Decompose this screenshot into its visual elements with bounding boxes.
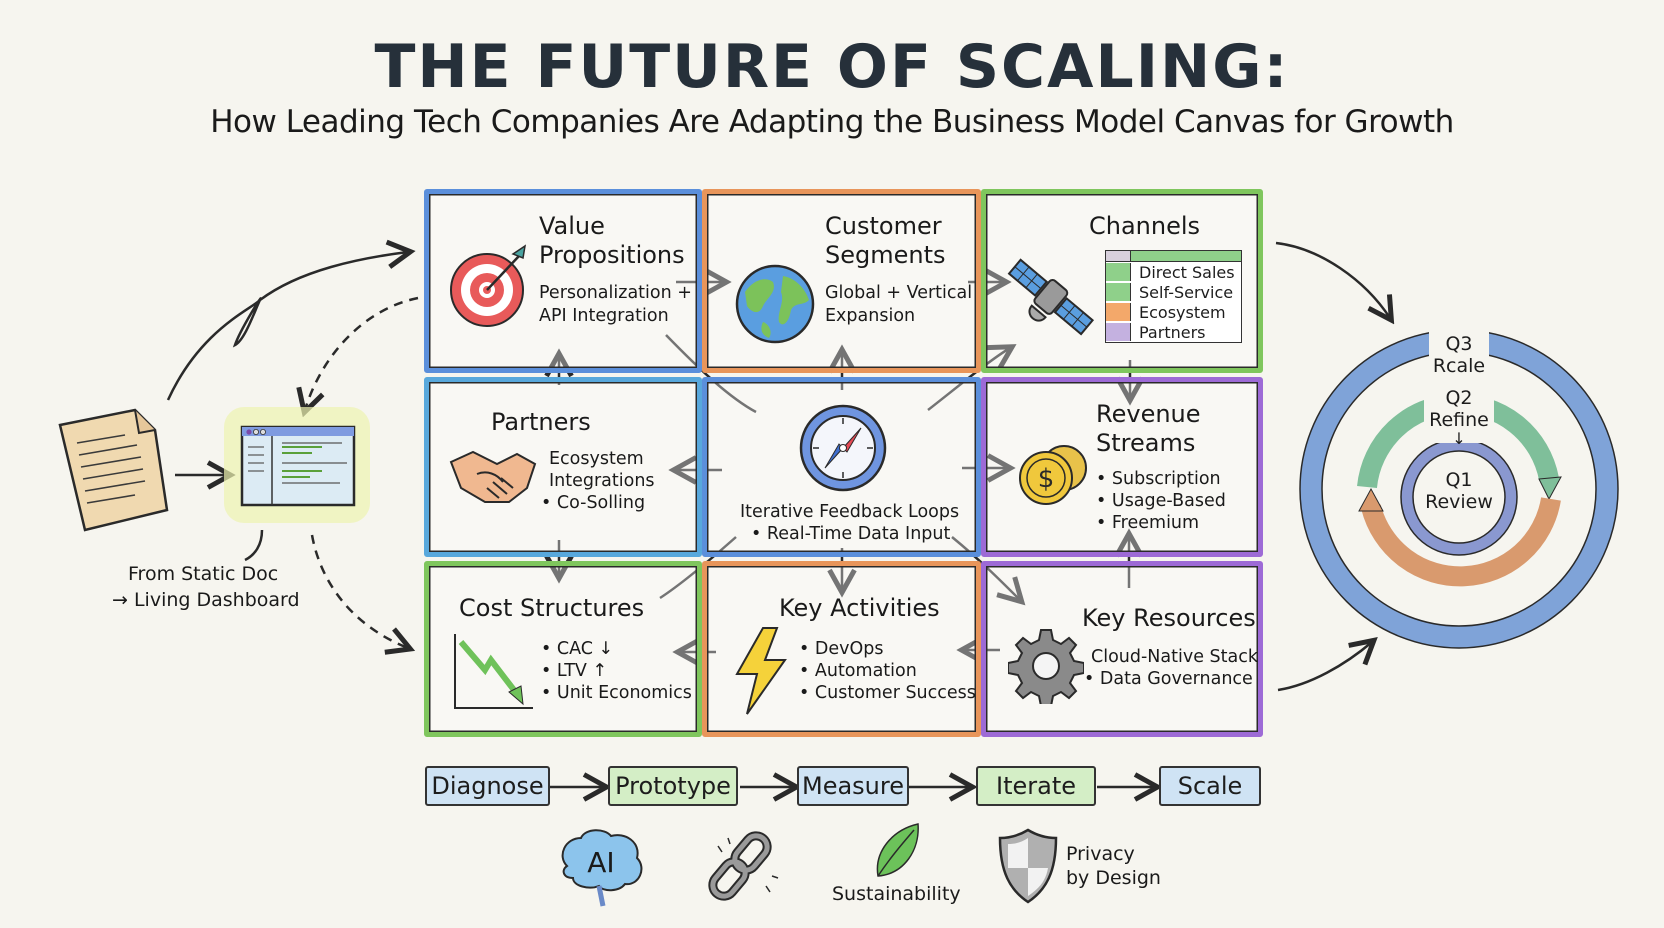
vp-title-2: Propositions (539, 241, 685, 269)
ka-title: Key Activities (779, 594, 940, 622)
partners-body-3: • Co-Solling (541, 493, 646, 513)
process-step-measure: Measure (797, 766, 909, 806)
target-icon (447, 242, 535, 334)
coins-icon: $ (1016, 442, 1092, 510)
cell-partners: Partners Ecosystem Integrations • Co-Sol… (424, 377, 702, 557)
channel-item: Partners (1106, 322, 1241, 342)
q3-quarter: Q3 (1445, 333, 1473, 355)
satellite-icon (1004, 246, 1100, 346)
living-dashboard-icon (222, 405, 372, 529)
vp-body-2: API Integration (539, 306, 669, 326)
sustainability-label: Sustainability (832, 883, 961, 905)
compass-icon (797, 402, 889, 498)
ai-brain-icon: AI (553, 826, 649, 912)
cs-title-1: Customer (825, 212, 942, 240)
kr-body-1: Cloud-Native Stack (1091, 647, 1258, 667)
cost-item: • Unit Economics (541, 683, 692, 703)
kr-title: Key Resources (1082, 604, 1256, 632)
cell-key-activities: Key Activities • DevOps • Automation • C… (702, 561, 981, 737)
channel-item: Direct Sales (1106, 262, 1241, 282)
lightning-icon (733, 626, 789, 720)
cs-title-2: Segments (825, 241, 946, 269)
ka-item: • Customer Success (799, 683, 976, 703)
ai-label: AI (587, 846, 614, 879)
ka-item: • DevOps (799, 639, 884, 659)
rs-item: • Subscription (1096, 469, 1221, 489)
cs-body-2: Expansion (825, 306, 916, 326)
partners-title: Partners (491, 408, 591, 436)
cell-cost-structures: Cost Structures • CAC ↓ • LTV ↑ • Unit E… (424, 561, 702, 737)
cell-center-feedback: Iterative Feedback Loops • Real-Time Dat… (702, 377, 981, 557)
rs-item: • Freemium (1096, 513, 1200, 533)
cell-value-propositions: Value Propositions Personalization + API… (424, 189, 702, 373)
privacy-label-line2: by Design (1066, 867, 1161, 889)
channel-label: Self-Service (1139, 282, 1234, 302)
q1-stage: Review (1425, 491, 1493, 513)
cost-item: • CAC ↓ (541, 639, 614, 659)
vp-title-1: Value (539, 212, 605, 240)
partners-body-1: Ecosystem (549, 449, 644, 469)
partners-body-2: Integrations (549, 471, 655, 491)
channel-item: Ecosystem (1106, 302, 1241, 322)
globe-icon (733, 262, 817, 350)
cost-item: • LTV ↑ (541, 661, 608, 681)
center-line-1: Iterative Feedback Loops (740, 502, 960, 522)
left-caption-line2: → Living Dashboard (112, 589, 300, 611)
channel-label: Ecosystem (1139, 302, 1226, 322)
process-step-diagnose: Diagnose (425, 766, 550, 806)
channel-label: Direct Sales (1139, 262, 1235, 282)
rs-title-2: Streams (1096, 429, 1196, 457)
ka-item: • Automation (799, 661, 917, 681)
q2-label: Q2 Refine ↓ (1424, 387, 1494, 447)
rs-item: • Usage-Based (1096, 491, 1226, 511)
cost-title: Cost Structures (459, 594, 645, 622)
left-caption-line1: From Static Doc (128, 563, 279, 585)
leaf-icon (872, 822, 922, 884)
cell-customer-segments: Customer Segments Global + Vertical Expa… (702, 189, 981, 373)
svg-text:$: $ (1038, 464, 1055, 494)
page-title: THE FUTURE OF SCALING: (374, 32, 1290, 102)
cs-body-1: Global + Vertical (825, 283, 973, 303)
cell-revenue-streams: $ Revenue Streams • Subscription • Usage… (981, 377, 1263, 557)
privacy-label-line1: Privacy (1066, 843, 1135, 865)
process-step-iterate: Iterate (976, 766, 1096, 806)
q2-stage: Refine (1429, 409, 1489, 431)
process-step-prototype: Prototype (608, 766, 738, 806)
quarterly-cycle-diagram: Q3 Rcale Q2 Refine ↓ Q1 Review (1299, 329, 1619, 653)
channel-item: Self-Service (1106, 282, 1241, 302)
channel-label: Partners (1139, 322, 1206, 342)
page-subtitle: How Leading Tech Companies Are Adapting … (210, 104, 1454, 140)
q1-label: Q1 Review (1424, 469, 1494, 513)
cell-key-resources: Key Resources Cloud-Native Stack • Data … (981, 561, 1263, 737)
kr-body-2: • Data Governance (1084, 669, 1253, 689)
process-step-scale: Scale (1159, 766, 1261, 806)
cell-channels: Channels Direct Sales Self-Service Ecosy… (981, 189, 1263, 373)
q1-quarter: Q1 (1445, 469, 1473, 491)
down-arrow-icon: ↓ (1452, 429, 1466, 448)
channels-table: Direct Sales Self-Service Ecosystem Part… (1105, 250, 1242, 343)
broken-chain-icon (700, 826, 790, 910)
static-document-icon (55, 405, 175, 539)
vp-body-1: Personalization + (539, 283, 692, 303)
rs-title-1: Revenue (1096, 400, 1201, 428)
q3-label: Q3 Rcale (1424, 333, 1494, 377)
handshake-icon (447, 444, 539, 512)
q2-quarter: Q2 (1445, 387, 1473, 409)
channels-title: Channels (1089, 212, 1201, 240)
center-line-2: • Real-Time Data Input (751, 524, 951, 544)
gear-icon (1007, 628, 1085, 708)
declining-chart-icon (451, 632, 535, 716)
q3-stage: Rcale (1432, 355, 1486, 377)
shield-icon (996, 828, 1060, 908)
